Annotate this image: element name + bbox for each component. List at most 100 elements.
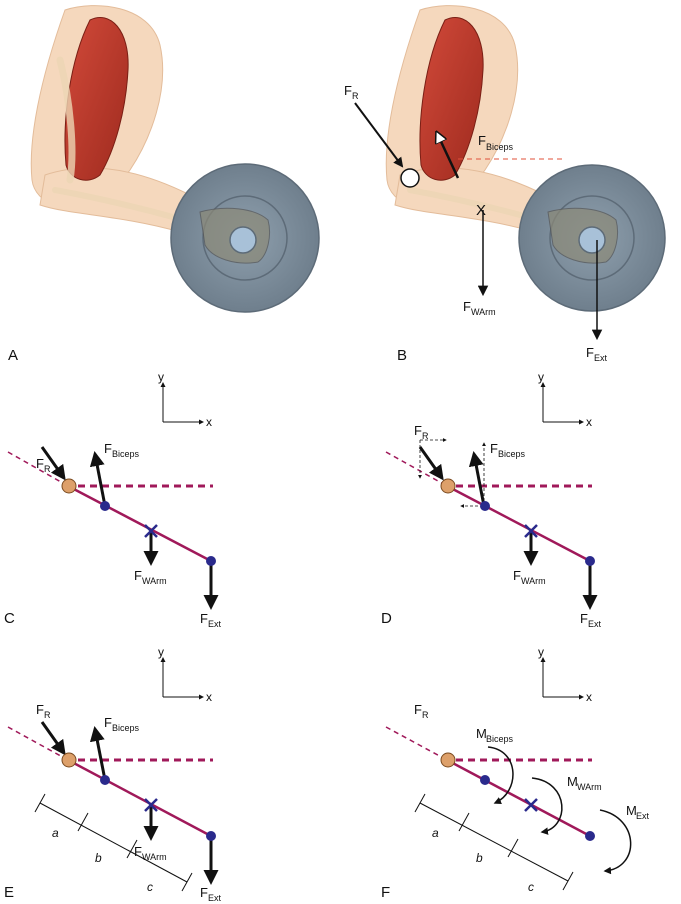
label-f-biceps-sub-d: Biceps [498,449,526,459]
label-f-r-sub: R [352,91,359,101]
label-f-ext-main-c: F [200,611,208,626]
label-f-r-sub-f: R [422,710,429,720]
label-f-warm-sub: WArm [471,307,496,317]
label-f-r-sub-c: R [44,464,51,474]
label-f-biceps-main-c: F [104,441,112,456]
label-f-warm-main: F [463,299,471,314]
center-of-mass-cross [144,798,158,812]
label-f-r-main-c: F [36,456,44,471]
panel-label-f: F [381,884,390,901]
panel-label-d: D [381,610,392,627]
label-m-biceps-sub: Biceps [486,734,514,744]
label-m-warm-main: M [567,774,578,789]
label-f-r-main-f: F [414,702,422,717]
panel-label-b: B [397,347,407,364]
label-f-r-main: F [344,83,352,98]
panel-d-free-body [385,438,598,610]
biceps-insertion-node [480,775,490,785]
panel-c-free-body [7,446,219,610]
reaction-force-arrow [354,102,404,168]
label-f-r-sub-d: R [422,431,429,441]
load-node [585,556,595,566]
label-f-biceps-sub-c: Biceps [112,449,140,459]
moment-biceps-arc [487,746,514,805]
moment-warm-arc [531,777,563,835]
elbow-joint [61,478,77,494]
elbow-joint [440,752,456,768]
label-m-warm-sub: WArm [577,782,602,792]
beam-extension-dashed [385,451,448,487]
beam-extension-dashed [385,726,448,761]
axis-x-label-f: x [586,690,592,704]
axis-y-label-f: y [538,645,544,659]
weight-plate-hub [229,226,257,254]
axis-x-label-d: x [586,415,592,429]
label-f-ext-sub-d: Ext [588,619,602,629]
load-node [206,831,216,841]
biceps-insertion-node [480,501,490,511]
label-m-ext-main: M [626,803,637,818]
dimension-line [39,802,188,883]
reaction-force-arrow [40,446,66,481]
label-m-ext-sub: Ext [636,811,650,821]
biceps-force-arrow [89,726,107,781]
segment-label-c-e: c [147,880,153,894]
load-node [206,556,216,566]
load-node [585,831,595,841]
label-f-biceps-main-e: F [104,715,112,730]
panel-label-c: C [4,610,15,627]
panel-f-axes [540,657,584,700]
panel-c-axes [160,382,204,425]
label-f-r-sub-e: R [44,710,51,720]
panel-e-free-body [7,721,219,892]
weight-plate-ring [549,195,635,281]
biceps-insertion-node [100,775,110,785]
label-f-biceps-main: F [478,133,486,148]
axis-x-label-c: x [206,415,212,429]
label-f-warm-sub-d: WArm [521,576,546,586]
biceps-force-arrow [468,451,486,507]
biceps-force-arrow [437,133,460,179]
label-f-warm-sub-e: WArm [142,852,167,862]
axis-x-label-e: x [206,690,212,704]
panel-e-axes [160,657,204,700]
panel-d-axes [540,382,584,425]
panel-a-illustration [30,5,320,313]
segment-label-a-e: a [52,826,59,840]
label-f-warm-main-d: F [513,568,521,583]
axis-y-label-d: y [538,370,544,384]
center-of-mass-cross [144,524,158,538]
panel-f-free-body [385,726,632,891]
center-of-mass-marker: X [476,202,486,219]
label-f-warm-sub-c: WArm [142,576,167,586]
label-f-ext-main-e: F [200,885,208,900]
label-f-warm-main-e: F [134,844,142,859]
label-f-biceps-sub: Biceps [486,142,514,152]
reaction-force-arrow [40,721,66,756]
forearm-beam [446,484,591,563]
forearm-beam [446,758,591,838]
humerus-bone [56,56,76,184]
segment-label-a-f: a [432,826,439,840]
center-of-mass-cross [524,798,538,812]
forearm-beam [67,758,212,838]
elbow-joint-center [400,168,420,188]
label-f-biceps-sub-e: Biceps [112,723,140,733]
panel-b-illustration [354,5,666,341]
segment-label-b-e: b [95,851,102,865]
elbow-joint [440,478,456,494]
label-f-ext-main: F [586,345,594,360]
panel-label-a: A [8,347,18,364]
label-f-ext-sub-c: Ext [208,619,222,629]
label-f-r-main-d: F [414,423,422,438]
biceps-insertion-node [100,501,110,511]
weight-plate-hub [578,226,606,254]
reaction-force-arrow [418,446,444,481]
weight-plate-ring [202,195,288,281]
label-f-biceps-main-d: F [490,441,498,456]
forearm-beam [67,484,212,563]
segment-label-c-f: c [528,880,534,894]
label-f-r-main-e: F [36,702,44,717]
axis-y-label-c: y [158,370,164,384]
